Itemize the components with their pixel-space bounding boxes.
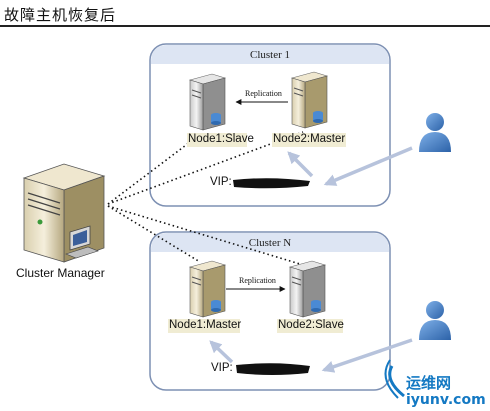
cluster-1-title: Cluster 1 <box>249 49 291 61</box>
vip-label-cluster1: VIP: <box>210 176 232 188</box>
manager-links <box>107 131 304 265</box>
watermark-url: iyunv.com <box>406 392 486 408</box>
server-icon-node2-master-c1 <box>290 71 329 129</box>
page-title: 故障主机恢复后 <box>4 6 117 24</box>
node2-master-label: Node2:Master <box>273 133 346 145</box>
node1-master-label: Node1:Master <box>169 319 242 331</box>
cluster-manager-label: Cluster Manager <box>16 266 105 280</box>
cluster-n-title: Cluster N <box>248 237 292 249</box>
vip-arrows <box>209 146 413 373</box>
server-icon-node2-slave-cn <box>288 260 327 318</box>
redacted-vip-clusterN <box>236 363 310 375</box>
replication-label-cluster1: Replication <box>245 89 282 98</box>
server-icon-node1-slave-c1 <box>188 73 227 131</box>
user-icon-clusterN <box>419 301 451 340</box>
server-icon-node1-master-cn <box>188 260 227 318</box>
cluster-manager-server-icon <box>22 163 106 263</box>
replication-label-clusterN: Replication <box>239 276 276 285</box>
node1-slave-label: Node1:Slave <box>188 133 254 145</box>
watermark-text: 运维网 <box>406 374 452 392</box>
user-icon-cluster1 <box>419 113 451 152</box>
redacted-vip-cluster1 <box>233 178 310 189</box>
watermark-logo-icon <box>384 359 405 399</box>
vip-label-clusterN: VIP: <box>211 362 233 374</box>
title-divider <box>0 25 490 27</box>
node2-slave-label: Node2:Slave <box>278 319 344 331</box>
